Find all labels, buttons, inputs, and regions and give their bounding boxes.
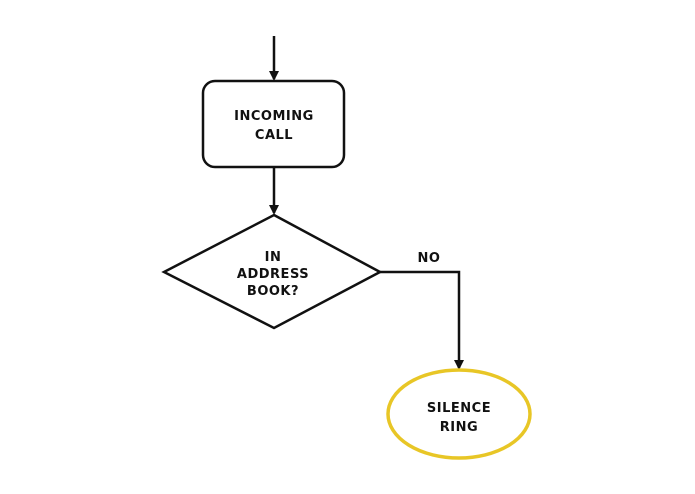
node-incoming-call: INCOMING CALL — [201, 79, 346, 169]
decision-label-line2: ADDRESS — [237, 267, 309, 282]
incoming-call-label-line2: CALL — [255, 128, 293, 143]
decision-label-line3: BOOK? — [247, 284, 299, 299]
edge-decision-to-silence-ring — [380, 270, 464, 370]
edge-label-no: NO — [418, 251, 441, 266]
node-silence-ring: SILENCE RING — [386, 368, 532, 460]
decision-label-line1: IN — [265, 250, 282, 265]
silence-ring-ellipse — [386, 368, 532, 460]
decision-diamond — [161, 213, 383, 330]
silence-ring-label-line1: SILENCE — [427, 401, 491, 416]
node-in-address-book: IN ADDRESS BOOK? — [161, 213, 383, 330]
incoming-call-label-line1: INCOMING — [234, 109, 314, 124]
silence-ring-label-line2: RING — [440, 420, 478, 435]
incoming-call-box — [201, 79, 346, 169]
